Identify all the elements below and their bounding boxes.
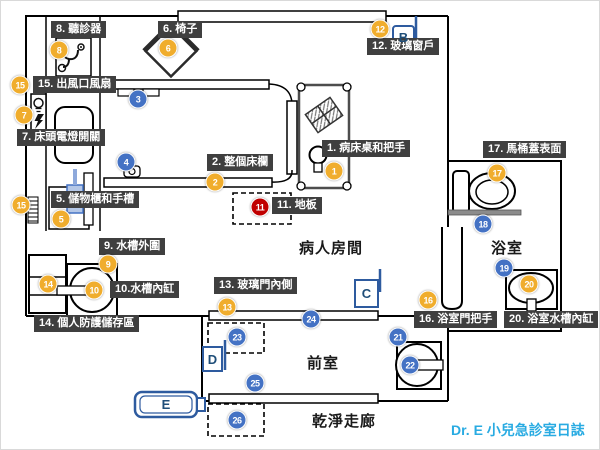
floor-swab-zone-23 — [207, 322, 265, 354]
marker-26: 26 — [227, 410, 247, 430]
marker-6: 6 — [158, 38, 178, 58]
marker-24: 24 — [301, 309, 321, 329]
marker-22: 22 — [400, 355, 420, 375]
sampler-C-shape — [354, 269, 382, 308]
room-name-patient-room: 病人房間 — [299, 240, 364, 257]
site-label-5: 5. 儲物櫃和手槽 — [51, 191, 140, 208]
site-label-9: 9. 水槽外圍 — [99, 238, 166, 255]
site-label-16: 16. 浴室門把手 — [414, 311, 498, 328]
marker-15: 15 — [11, 195, 31, 215]
marker-5: 5 — [51, 209, 71, 229]
floor-swab-zone-26 — [207, 403, 265, 437]
room-name-anteroom: 前室 — [307, 355, 340, 372]
site-label-1: 1. 病床桌和把手 — [322, 140, 411, 157]
marker-13: 13 — [217, 297, 237, 317]
toilet-icon — [447, 170, 522, 216]
sampler-E-shape — [133, 390, 206, 419]
sampler-D-shape — [202, 340, 227, 372]
letter-marker-D: D — [207, 351, 218, 367]
site-label-15: 15. 出風口風扇 — [33, 76, 117, 93]
site-label-20: 20. 浴室水槽內缸 — [504, 311, 599, 328]
credit-text: Dr. E 小兒急診室日誌 — [451, 422, 585, 438]
marker-4: 4 — [116, 152, 136, 172]
marker-10: 10 — [84, 280, 104, 300]
marker-14: 14 — [38, 274, 58, 294]
bathroom-door — [441, 227, 463, 311]
site-label-14: 14. 個人防護儲存區 — [34, 315, 140, 332]
glass-window — [177, 10, 387, 23]
site-label-12: 12. 玻璃窗戶 — [367, 38, 440, 55]
site-label-11: 11. 地板 — [272, 197, 322, 214]
marker-3: 3 — [128, 89, 148, 109]
bed-rails — [103, 79, 298, 188]
vent-grille-icon — [27, 196, 39, 224]
marker-15: 15 — [10, 75, 30, 95]
corridor-door — [208, 393, 379, 404]
site-label-6: 6. 椅子 — [158, 21, 203, 38]
room-name-clean-corridor: 乾淨走廊 — [312, 413, 377, 430]
marker-18: 18 — [473, 214, 493, 234]
letter-marker-B: B — [398, 30, 409, 45]
site-label-10: 10.水槽內缸 — [110, 281, 180, 298]
marker-2: 2 — [205, 172, 225, 192]
marker-16: 16 — [418, 290, 438, 310]
marker-11: 11 — [250, 197, 270, 217]
site-label-2: 2. 整個床欄 — [207, 154, 274, 171]
tablet-icon — [304, 96, 344, 134]
marker-1: 1 — [324, 161, 344, 181]
marker-23: 23 — [227, 327, 247, 347]
room-name-bathroom: 浴室 — [491, 240, 524, 257]
letter-marker-E: E — [161, 397, 171, 412]
marker-12: 12 — [370, 19, 390, 39]
marker-17: 17 — [487, 163, 507, 183]
site-label-17: 17. 馬桶蓋表面 — [483, 141, 567, 158]
marker-9: 9 — [98, 254, 118, 274]
site-label-7: 7. 床頭電燈開關 — [17, 129, 106, 146]
letter-marker-C: C — [361, 286, 372, 301]
site-label-8: 8. 聽診器 — [51, 21, 107, 38]
glass-door — [208, 310, 379, 321]
marker-21: 21 — [388, 327, 408, 347]
marker-25: 25 — [245, 373, 265, 393]
marker-20: 20 — [519, 274, 539, 294]
site-label-13: 13. 玻璃門內側 — [214, 277, 298, 294]
bathroom-walls — [448, 160, 562, 332]
marker-19: 19 — [494, 258, 514, 278]
marker-8: 8 — [49, 40, 69, 60]
marker-7: 7 — [14, 105, 34, 125]
